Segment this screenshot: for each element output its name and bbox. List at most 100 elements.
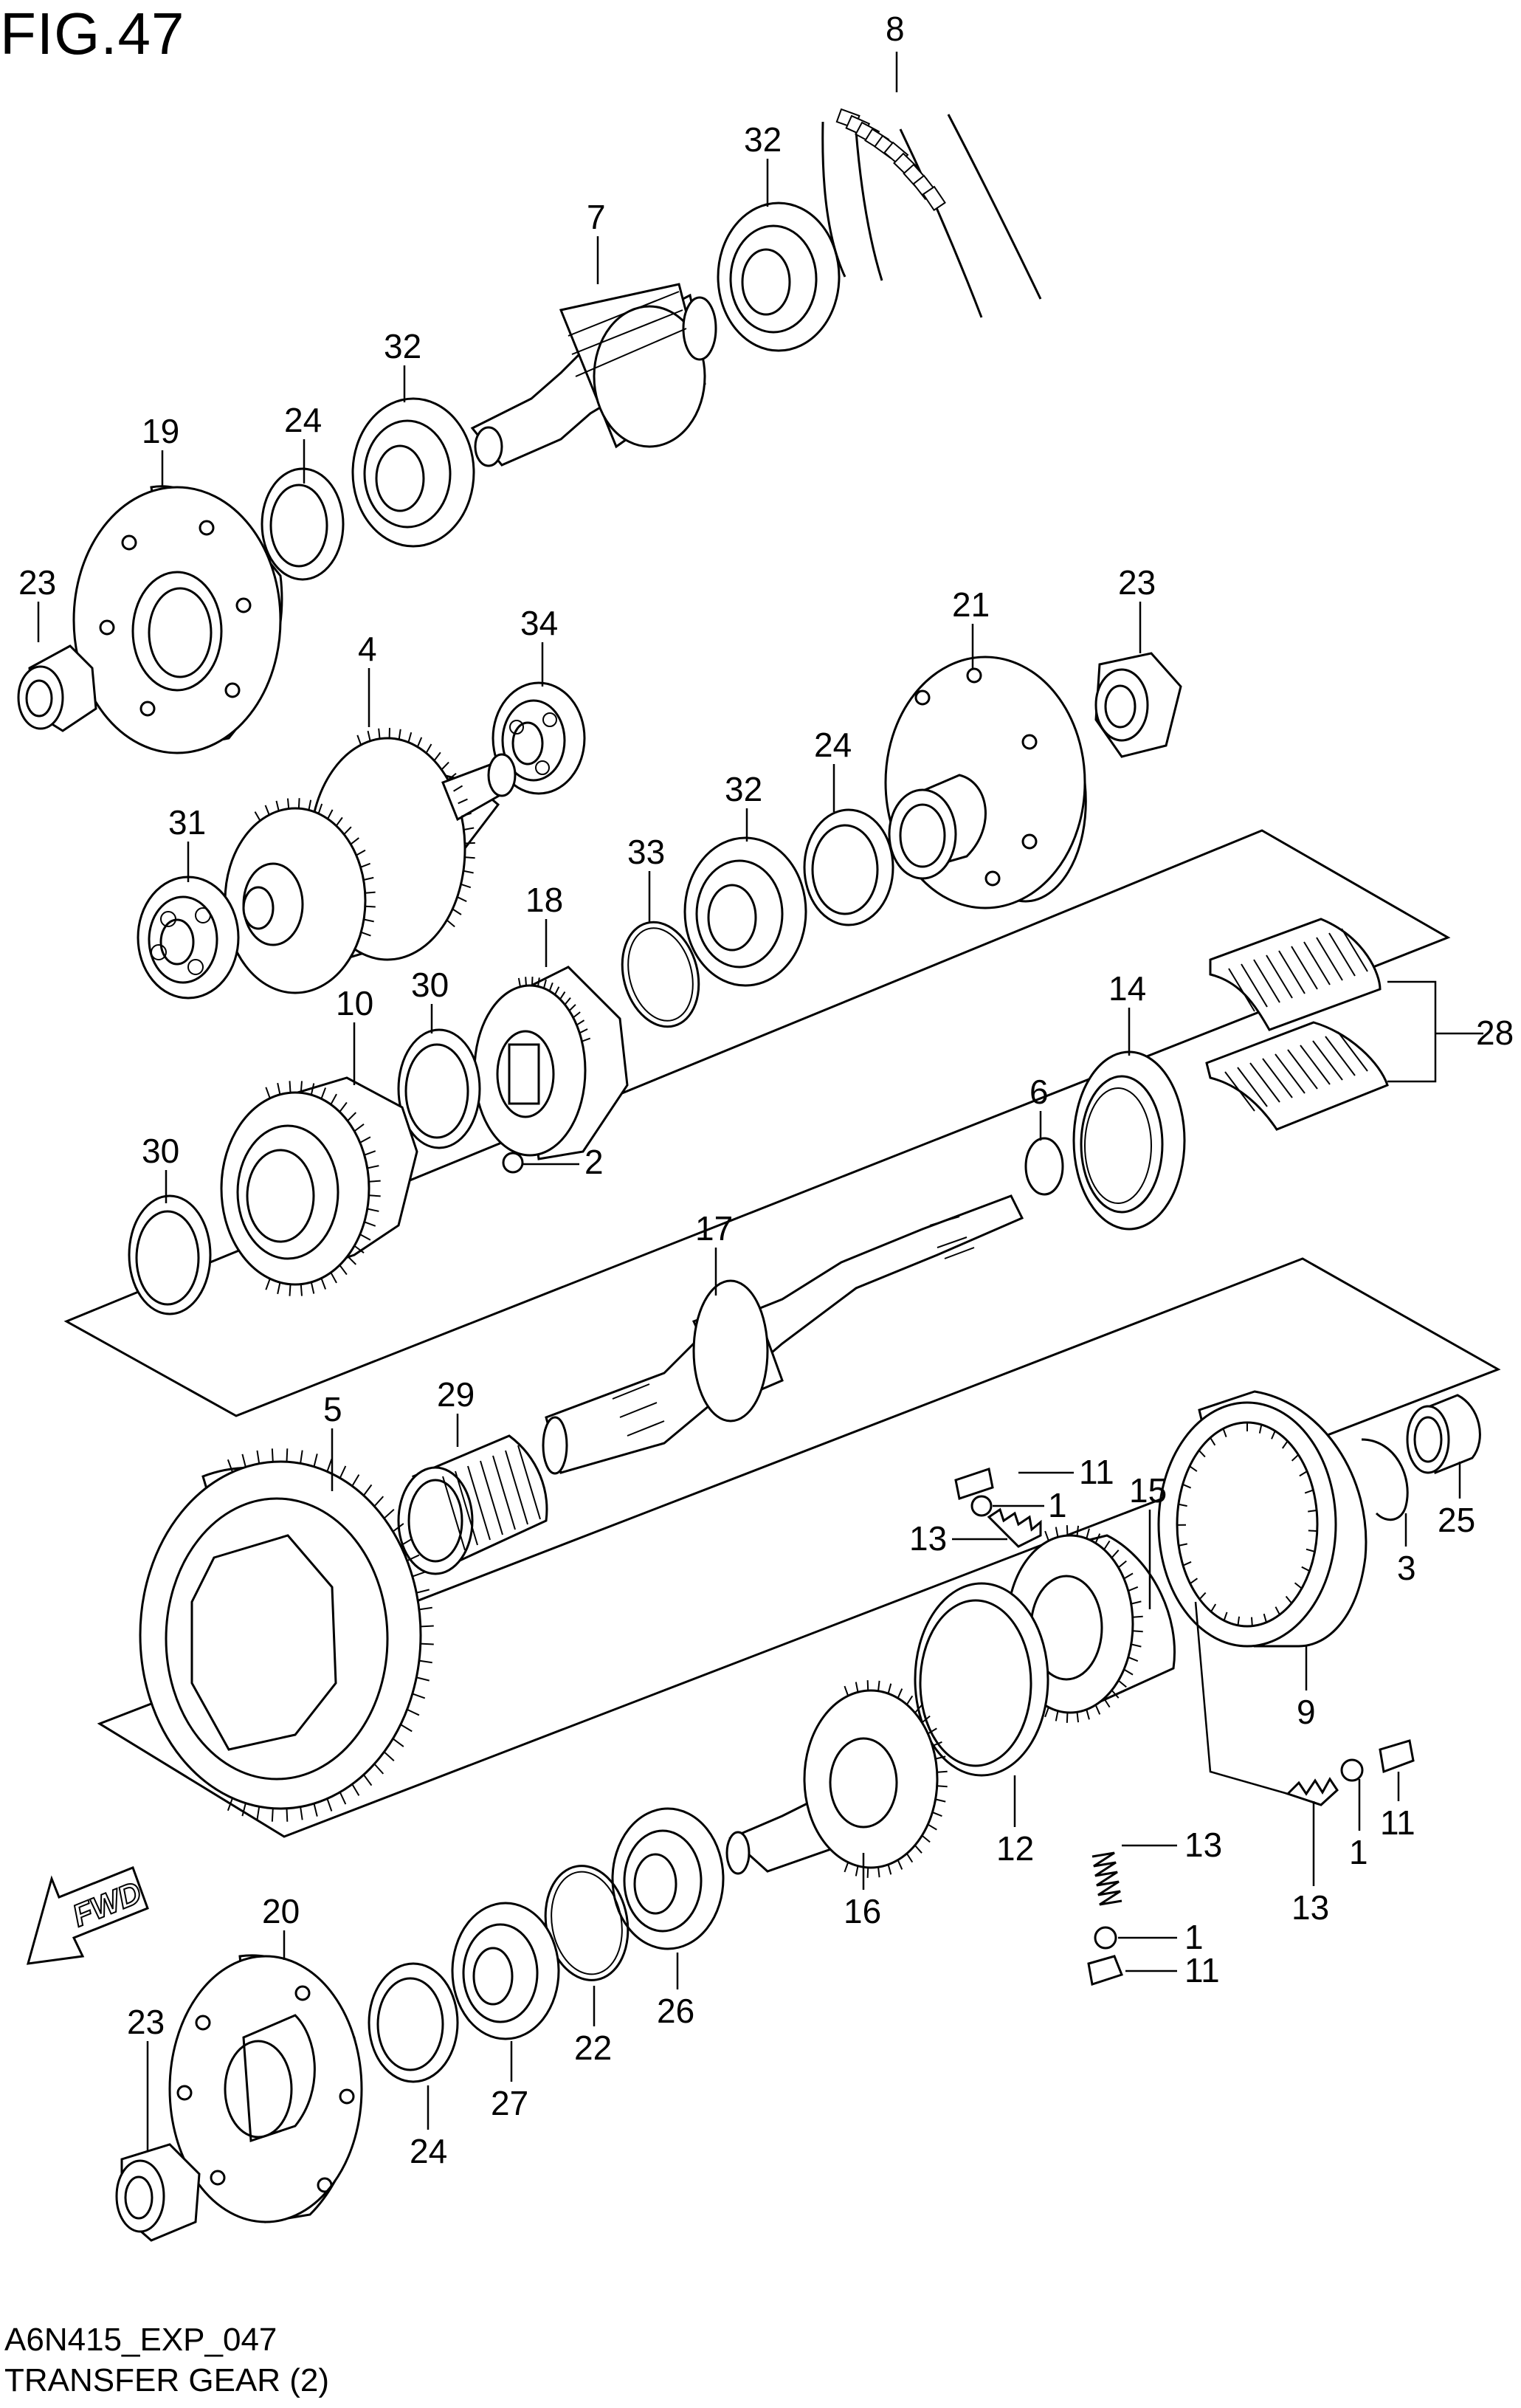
synchro-hub-15 bbox=[1006, 1525, 1176, 1723]
shifting-key-11-right bbox=[1379, 1739, 1415, 1774]
thrust-washer-30-lower bbox=[128, 1194, 212, 1315]
oil-seal-24-top bbox=[261, 467, 345, 581]
callout-4: 4 bbox=[358, 630, 377, 668]
ball-1-top bbox=[970, 1495, 993, 1517]
callout-24-top: 24 bbox=[284, 401, 322, 439]
callout-14: 14 bbox=[1108, 969, 1146, 1008]
callout-27: 27 bbox=[491, 2084, 528, 2122]
bearing-27 bbox=[451, 1902, 560, 2040]
flange-21 bbox=[884, 656, 1087, 909]
callout-12: 12 bbox=[996, 1829, 1034, 1868]
callout-26: 26 bbox=[657, 1992, 694, 2030]
o-ring-6 bbox=[1024, 1137, 1064, 1196]
callout-32-top: 32 bbox=[744, 120, 782, 159]
sleeve-14 bbox=[1072, 1050, 1186, 1231]
callout-23-bottom: 23 bbox=[127, 2003, 165, 2041]
needle-bearing-25 bbox=[1406, 1394, 1481, 1475]
callout-15: 15 bbox=[1129, 1471, 1167, 1510]
leader-lines bbox=[37, 52, 1483, 2152]
upper-group-box bbox=[63, 829, 1451, 1417]
needle-bearing-28 bbox=[1205, 918, 1389, 1131]
callout-3: 3 bbox=[1397, 1549, 1416, 1587]
bearing-26 bbox=[611, 1807, 725, 1950]
callout-34: 34 bbox=[520, 604, 558, 642]
figure-title: FIG.47 bbox=[0, 1, 185, 66]
forward-direction-arrow: FWD bbox=[26, 1866, 149, 1965]
main-shaft-17 bbox=[542, 1194, 1024, 1475]
callout-13-right: 13 bbox=[1291, 1888, 1329, 1927]
callout-13-lower: 13 bbox=[1184, 1826, 1222, 1864]
lock-nut-23-bottom bbox=[115, 2143, 201, 2242]
callout-32-middle: 32 bbox=[384, 327, 421, 365]
callout-23-left: 23 bbox=[18, 563, 56, 602]
callout-13-top: 13 bbox=[909, 1519, 947, 1558]
callout-30-upper: 30 bbox=[411, 966, 449, 1004]
callout-18: 18 bbox=[525, 881, 563, 919]
callout-1-right: 1 bbox=[1349, 1833, 1368, 1871]
callout-24-bottom: 24 bbox=[410, 2132, 447, 2170]
callout-11-right: 11 bbox=[1380, 1803, 1415, 1842]
callout-24-middle: 24 bbox=[814, 726, 852, 764]
lock-nut-23-right bbox=[1094, 652, 1182, 758]
drive-gear-10 bbox=[220, 1076, 418, 1296]
needle-bearing-29 bbox=[397, 1434, 548, 1575]
callout-30-lower: 30 bbox=[142, 1132, 179, 1170]
shifting-key-11-lower bbox=[1087, 1955, 1123, 1986]
callout-29: 29 bbox=[437, 1375, 475, 1414]
callout-25: 25 bbox=[1438, 1501, 1475, 1539]
output-gear-shaft-16 bbox=[725, 1680, 948, 1878]
bearing-32-top bbox=[717, 202, 841, 352]
ball-1-right bbox=[1340, 1758, 1364, 1782]
snap-ring-3 bbox=[1361, 1438, 1409, 1521]
counter-gear-4 bbox=[224, 728, 517, 994]
oil-seal-24-middle bbox=[803, 808, 894, 926]
flange-19 bbox=[72, 485, 283, 754]
spring-13-lower bbox=[1091, 1851, 1122, 1906]
callout-7: 7 bbox=[587, 198, 606, 236]
ball-1-lower bbox=[1094, 1926, 1117, 1950]
bearing-32-lower bbox=[683, 836, 807, 987]
callout-32-lower: 32 bbox=[725, 770, 762, 808]
bearing-34 bbox=[492, 681, 586, 795]
callout-23-right: 23 bbox=[1118, 563, 1156, 602]
spring-13-top bbox=[987, 1507, 1042, 1548]
callout-5: 5 bbox=[323, 1390, 342, 1428]
thrust-washer-30-upper bbox=[397, 1028, 481, 1149]
drive-chain bbox=[821, 108, 1042, 318]
drawing-caption: TRANSFER GEAR (2) bbox=[4, 2362, 330, 2398]
callout-19: 19 bbox=[142, 412, 179, 450]
output-shaft-7 bbox=[470, 283, 717, 467]
shifting-key-11-top bbox=[954, 1468, 994, 1500]
snap-ring-33 bbox=[621, 921, 700, 1028]
lower-group-box bbox=[97, 1257, 1501, 1838]
sprocket-5 bbox=[139, 1448, 434, 1822]
callout-10: 10 bbox=[336, 984, 373, 1022]
callout-1-top: 1 bbox=[1048, 1486, 1067, 1524]
callout-8: 8 bbox=[886, 10, 905, 48]
spring-13-right bbox=[1286, 1777, 1339, 1806]
synchro-hub-18 bbox=[473, 966, 629, 1160]
bearing-31 bbox=[137, 876, 240, 1000]
flange-20 bbox=[168, 1954, 363, 2223]
ring-gear-9 bbox=[1157, 1390, 1367, 1648]
blocking-ring-12 bbox=[914, 1582, 1049, 1777]
callout-17: 17 bbox=[695, 1209, 733, 1248]
drawing-code: A6N415_EXP_047 bbox=[4, 2322, 277, 2358]
callout-11-top: 11 bbox=[1079, 1453, 1114, 1491]
callout-2: 2 bbox=[584, 1143, 604, 1181]
callout-22: 22 bbox=[574, 2029, 612, 2067]
callout-11-lower: 11 bbox=[1184, 1951, 1220, 1989]
oil-seal-24-bottom bbox=[368, 1962, 459, 2083]
callout-numbers: 8 32 7 32 19 24 23 4 34 21 23 31 33 32 2… bbox=[18, 10, 1514, 2170]
lock-nut-23-left bbox=[17, 644, 97, 732]
steel-ball-2 bbox=[502, 1152, 524, 1174]
callout-21: 21 bbox=[952, 585, 990, 624]
bearing-32-middle bbox=[351, 397, 475, 548]
callout-1-lower: 1 bbox=[1184, 1918, 1204, 1956]
callout-28: 28 bbox=[1476, 1014, 1514, 1052]
callout-9: 9 bbox=[1297, 1693, 1316, 1731]
callout-20: 20 bbox=[262, 1892, 300, 1930]
callout-33: 33 bbox=[627, 833, 665, 871]
